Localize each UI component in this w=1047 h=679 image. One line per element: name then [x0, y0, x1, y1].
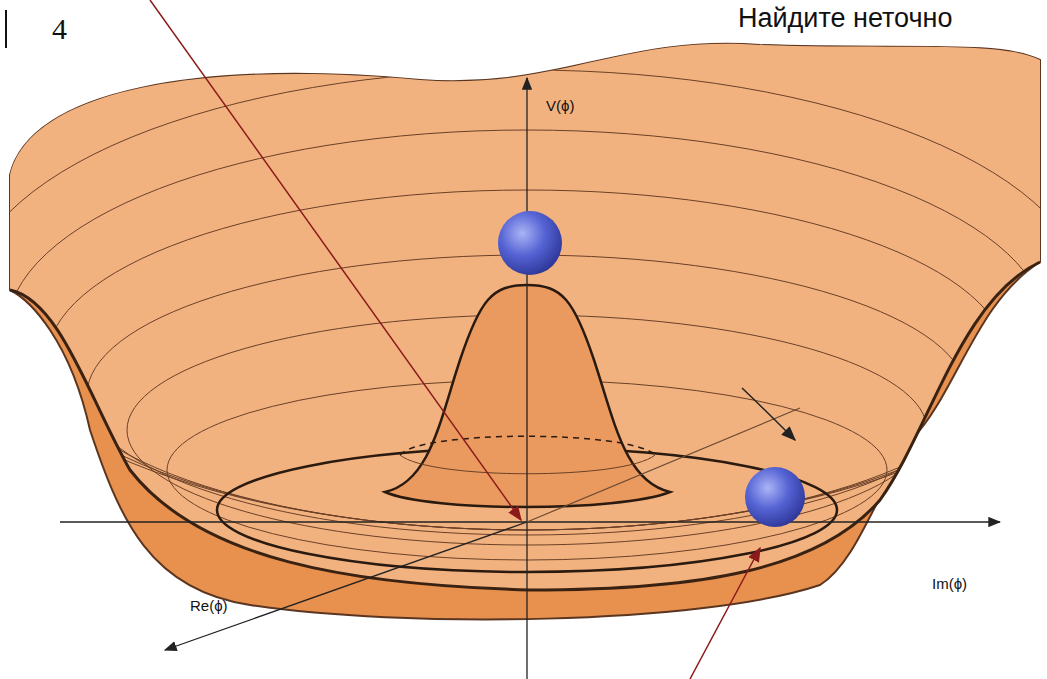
axis-label: V(ϕ) — [546, 98, 574, 115]
ball-top — [498, 211, 562, 275]
axis-label: Re(ϕ) — [190, 598, 228, 615]
formula-bar — [5, 10, 7, 48]
pointer-arrow — [150, 0, 521, 520]
ball-bottom — [745, 467, 805, 527]
axis-label: Im(ϕ) — [932, 576, 967, 593]
task-heading: Найдите неточно — [738, 4, 953, 34]
bowl-rim — [10, 262, 1040, 590]
roll-arrow — [742, 388, 795, 440]
formula-exponent: 4 — [52, 12, 67, 45]
bowl-inner — [10, 44, 1040, 590]
re-axis — [165, 522, 527, 650]
v-axis — [526, 78, 527, 679]
im-axis — [60, 521, 1000, 522]
pointer-arrow — [690, 548, 760, 679]
